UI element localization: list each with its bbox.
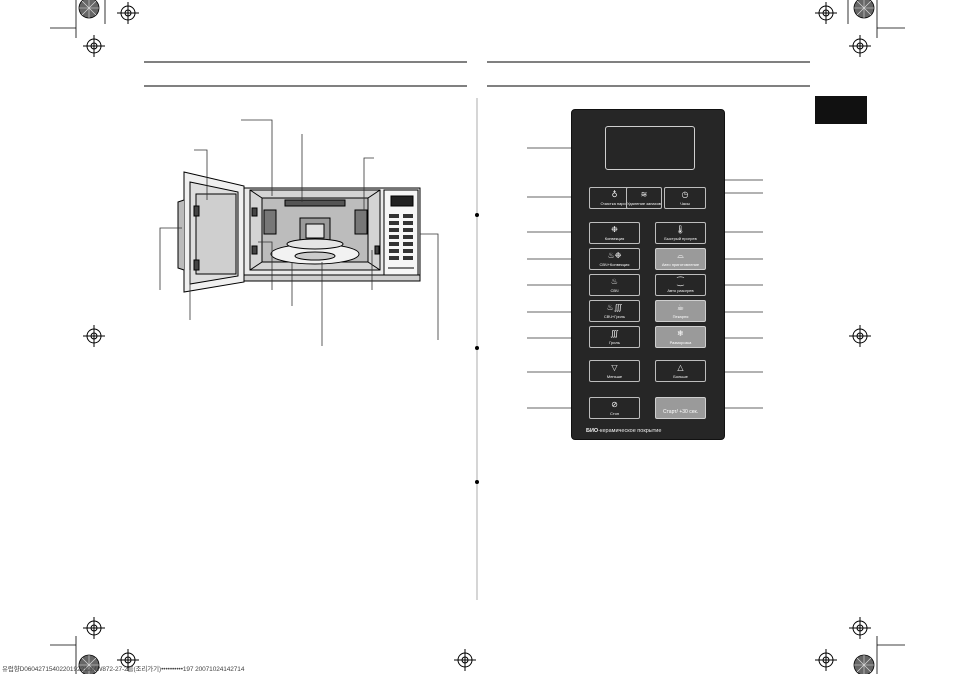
control-panel: ♁ Очистка паром ≋ Удаление запахов ◷ Час… <box>571 109 725 440</box>
microwave-icon: ♨ <box>610 277 619 286</box>
registration-mark <box>848 34 872 58</box>
triangle-down-icon: ▽ <box>611 363 618 372</box>
color-target <box>78 0 100 19</box>
microwave-grill-icon: ♨∭ <box>606 303 623 312</box>
clock-button[interactable]: ◷ Часы <box>664 187 706 209</box>
steam-icon: ⁐ <box>677 277 684 286</box>
registration-mark <box>116 1 140 25</box>
registration-mark <box>453 648 477 672</box>
grill-icon: ∭ <box>610 329 619 338</box>
registration-mark <box>82 616 106 640</box>
language-tab <box>815 96 867 124</box>
deodorize-icon: ≋ <box>640 190 648 199</box>
less-button[interactable]: ▽ Меньше <box>589 360 640 382</box>
registration-mark <box>82 324 106 348</box>
stop-button[interactable]: ⊘ Стоп <box>589 397 640 419</box>
quick-reheat-button[interactable]: 🌡 Быстрый прогрев <box>655 222 706 244</box>
microwave-grill-button[interactable]: ♨∭ СВЧ+Гриль <box>589 300 640 322</box>
convection-button[interactable]: ❉ Конвекция <box>589 222 640 244</box>
stop-icon: ⊘ <box>611 400 618 409</box>
defrost-button[interactable]: ❄ Разморозка <box>655 326 706 348</box>
print-info-slug: 유럽향D0604271540220192212MW872-27-2를(조리가기)… <box>2 666 245 673</box>
deodorize-button[interactable]: ≋ Удаление запахов <box>626 187 662 209</box>
more-button[interactable]: △ Больше <box>655 360 706 382</box>
clock-icon: ◷ <box>681 190 689 199</box>
registration-mark <box>848 616 872 640</box>
registration-mark <box>848 324 872 348</box>
microwave-button[interactable]: ♨ СВЧ <box>589 274 640 296</box>
steam-clean-icon: ♁ <box>611 190 618 199</box>
triangle-up-icon: △ <box>677 363 684 372</box>
auto-reheat-button[interactable]: ⁐ Авто разогрев <box>655 274 706 296</box>
color-target <box>853 654 875 674</box>
microwave-illustration <box>177 171 421 293</box>
start-button[interactable]: Старт/ +30 сек. <box>655 397 706 419</box>
bakery-button[interactable]: ☕ Пекарня <box>655 300 706 322</box>
pot-icon: ⌓ <box>677 251 684 260</box>
convection-icon: ❉ <box>611 225 618 234</box>
registration-mark <box>814 648 838 672</box>
ceramic-coating-label: БИО-керамическое покрытие <box>586 428 662 434</box>
registration-mark <box>82 34 106 58</box>
color-target <box>853 0 875 19</box>
bakery-icon: ☕ <box>676 303 685 312</box>
defrost-icon: ❄ <box>677 329 684 338</box>
auto-cook-button[interactable]: ⌓ Авто приготовление <box>655 248 706 270</box>
registration-mark <box>814 1 838 25</box>
callout-lines-left <box>159 119 439 346</box>
thermometer-icon: 🌡 <box>675 225 686 234</box>
display-window <box>605 126 695 170</box>
microwave-convection-icon: ♨❉ <box>607 251 622 260</box>
grill-button[interactable]: ∭ Гриль <box>589 326 640 348</box>
microwave-convection-button[interactable]: ♨❉ СВЧ+Конвекция <box>589 248 640 270</box>
